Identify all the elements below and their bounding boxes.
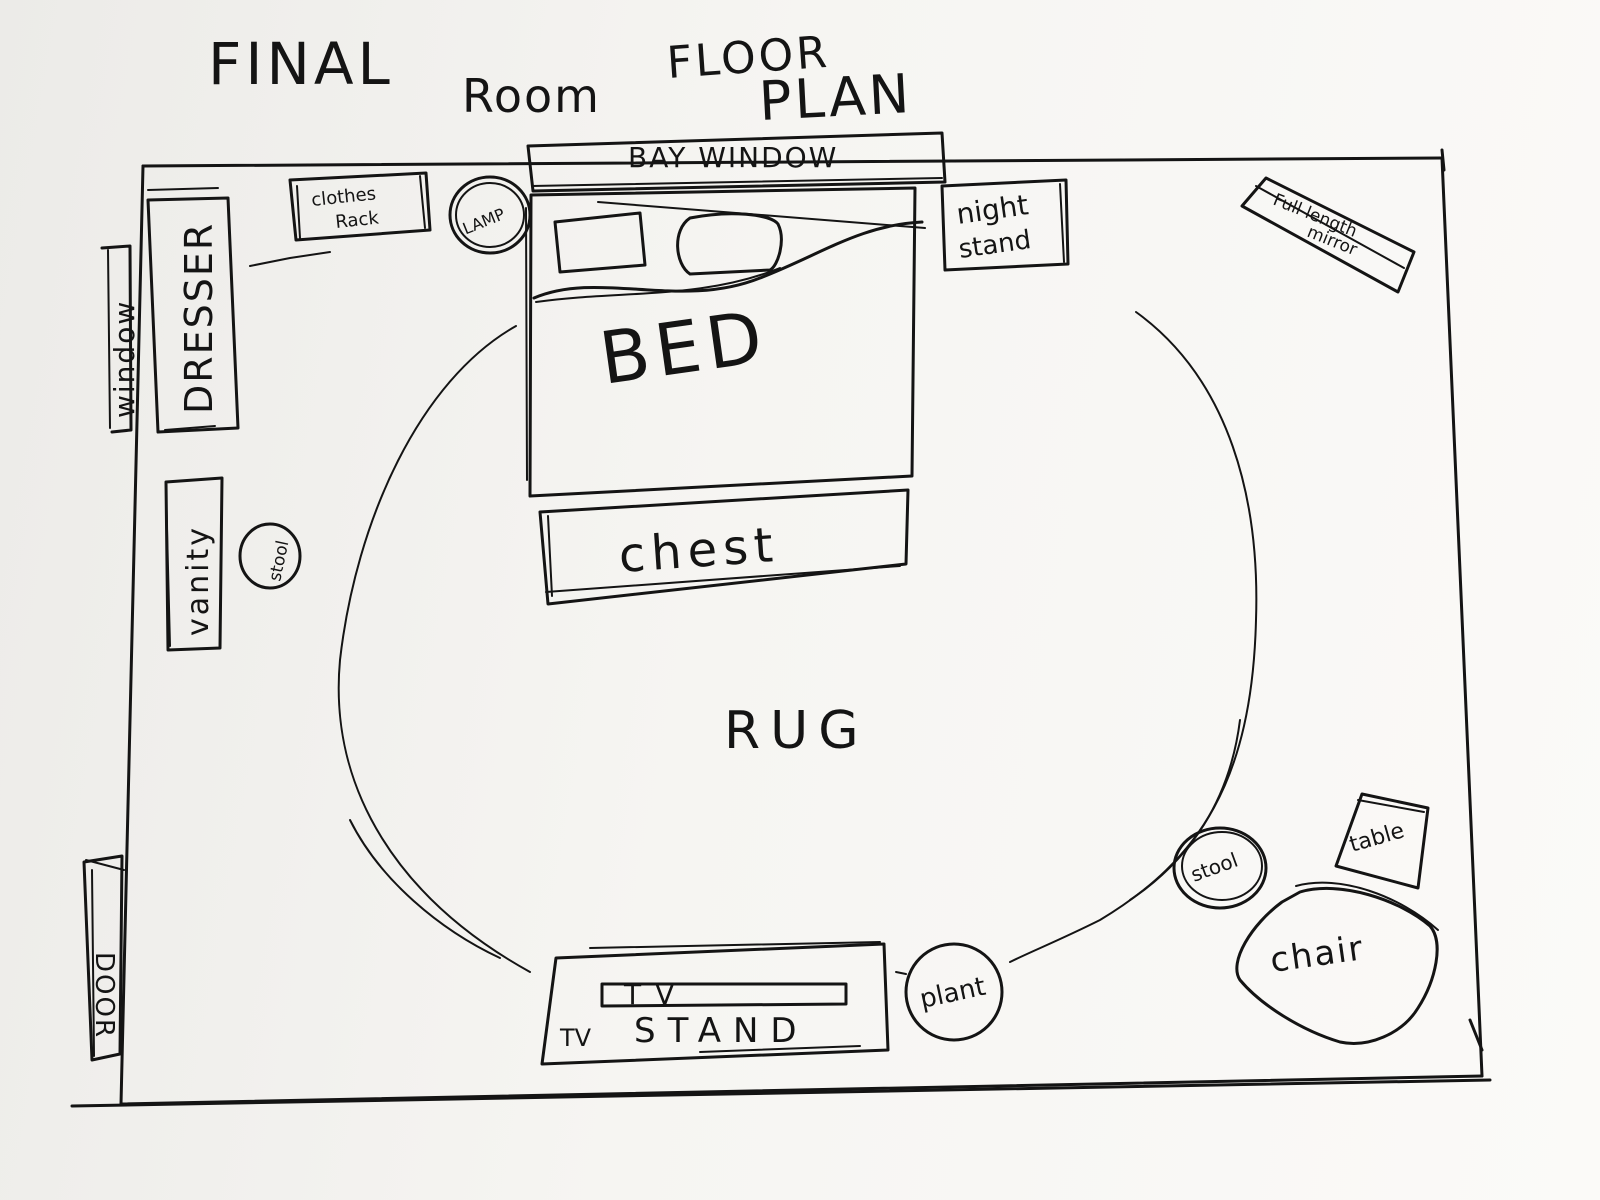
title-word-room: Room xyxy=(462,69,601,123)
chest: chest xyxy=(538,488,910,606)
clothes-rack: clothes Rack xyxy=(249,171,432,267)
stool-right-label: stool xyxy=(1188,848,1242,887)
plan-title: FINAL Room FLOOR PLAN xyxy=(208,27,914,133)
door: DOOR xyxy=(82,854,125,1062)
tv-stand-label-prefix: TV xyxy=(559,1024,592,1052)
side-table: table xyxy=(1334,792,1430,890)
window-label: window xyxy=(108,300,141,418)
tv-stand: TV TV STAND xyxy=(540,941,890,1066)
bed: BED xyxy=(525,186,926,498)
vanity: vanity xyxy=(164,476,224,652)
clothes-rack-label-line2: Rack xyxy=(334,207,380,232)
bed-pillow-left xyxy=(553,211,647,274)
bay-window: BAY WINDOW xyxy=(526,131,947,193)
stool-left-label: stool xyxy=(265,539,293,583)
tv: TV xyxy=(600,978,848,1011)
left-window: window xyxy=(100,244,141,434)
table-label: table xyxy=(1347,818,1407,857)
title-word-plan: PLAN xyxy=(757,62,913,133)
chair: chair xyxy=(1235,881,1439,1045)
night-stand: night stand xyxy=(940,178,1070,272)
bed-label: BED xyxy=(595,294,773,401)
chest-label: chest xyxy=(617,517,781,584)
vanity-label: vanity xyxy=(181,525,216,636)
title-word-floor: FLOOR xyxy=(665,27,831,89)
room-walls xyxy=(70,148,1492,1108)
door-label: DOOR xyxy=(89,952,119,1039)
plant: plant xyxy=(895,942,1004,1042)
tv-label: TV xyxy=(623,978,688,1011)
bed-pillow-right xyxy=(676,212,783,276)
full-length-mirror: Full length mirror xyxy=(1240,176,1416,294)
dresser-label: DRESSER xyxy=(177,222,221,414)
dresser: DRESSER xyxy=(146,187,240,434)
stool-right: stool xyxy=(1172,826,1268,910)
night-stand-label-line1: night xyxy=(954,188,1030,231)
night-stand-label-line2: stand xyxy=(957,225,1033,265)
bay-window-label: BAY WINDOW xyxy=(628,141,838,174)
chair-label: chair xyxy=(1268,928,1367,981)
tv-stand-label: STAND xyxy=(634,1011,809,1051)
rug-label: RUG xyxy=(724,701,869,761)
clothes-rack-label-line1: clothes xyxy=(310,183,377,211)
stool-left: stool xyxy=(238,522,302,590)
lamp-label: LAMP xyxy=(460,204,508,238)
title-word-final: FINAL xyxy=(208,30,394,98)
plant-label: plant xyxy=(917,972,988,1015)
rug: RUG xyxy=(337,311,1258,973)
lamp: LAMP xyxy=(448,175,532,255)
